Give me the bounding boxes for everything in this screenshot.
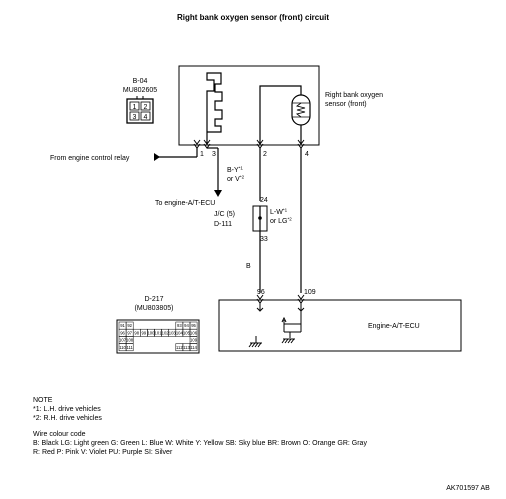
connector-b04-pin: 4 (144, 114, 148, 121)
jc-pin-24: 24 (260, 197, 268, 204)
connector-d217-pin: 97 (127, 330, 132, 335)
sensor-wire-pin2 (259, 85, 302, 145)
connector-d217-pin: 94 (184, 323, 189, 328)
wire-color-lw: L-W*1 (270, 208, 288, 217)
pin-chevrons (193, 139, 305, 149)
connector-b04-pin: 2 (144, 104, 148, 111)
connector-d217-pin: 99 (142, 330, 147, 335)
wire-color-b: B (246, 263, 251, 270)
connector-b04-part: MU802605 (123, 87, 157, 94)
connector-d217-pin: 101 (155, 330, 163, 335)
sensor-label-line1: Right bank oxygen (325, 92, 383, 99)
jc-id: D-111 (214, 221, 232, 228)
connector-b04-pin: 1 (133, 104, 137, 111)
wire-code-heading: Wire colour code (33, 431, 86, 438)
connector-d217-pin: 109 (190, 338, 198, 343)
pin-number-1: 1 (200, 151, 204, 158)
jc-pin-33: 33 (260, 236, 268, 243)
heater-element-icon (206, 72, 223, 145)
connector-d217-cell (125, 343, 134, 352)
connector-d217-pin: 95 (191, 323, 196, 328)
ground-icon (281, 338, 295, 344)
connector-d217-cell (189, 343, 198, 352)
relay-label: From engine control relay (50, 155, 130, 162)
ground-icon (248, 336, 262, 348)
pin-number-4: 4 (305, 151, 309, 158)
note-heading: NOTE (33, 397, 53, 404)
connector-d217-pin: 92 (127, 323, 132, 328)
ecu-pin-chevrons (256, 294, 305, 304)
wire-color-by: B-Y*1 (227, 166, 243, 175)
jc-name: J/C (5) (214, 211, 235, 218)
connector-d217-pin: 96 (120, 330, 125, 335)
connector-d217-pin: 113 (183, 345, 190, 350)
sensor-housing-box (178, 65, 320, 146)
oxygen-sensor-icon (291, 94, 311, 126)
pin-number-3: 3 (212, 151, 216, 158)
diagram-title: Right bank oxygen sensor (front) circuit (177, 13, 329, 22)
wire-color-v: or V*2 (227, 175, 245, 184)
wire-code-line1: B: Black LG: Light green G: Green L: Blu… (33, 440, 367, 447)
to-ecu-label: To engine-A/T-ECU (155, 200, 215, 207)
connector-d217-pin: 104 (176, 330, 184, 335)
connector-d217-pin: 110 (119, 345, 126, 350)
ecu-label: Engine-A/T-ECU (368, 323, 420, 330)
connector-b04-pin: 3 (133, 114, 137, 121)
connector-d217-id: D-217 (144, 296, 163, 303)
sensor-label-line2: sensor (front) (325, 101, 367, 108)
ecu-pin-96: 96 (257, 289, 265, 296)
connector-b04: B-04 MU802605 1 2 3 4 (123, 78, 157, 124)
pin-number-2: 2 (263, 151, 267, 158)
connector-d217-pin: 114 (190, 345, 197, 350)
footer-code: AK701597 AB (446, 485, 490, 492)
connector-d217-pin: 106 (190, 330, 198, 335)
note-line1: *1: L.H. drive vehicles (33, 406, 101, 413)
connector-d217-pin: 111 (126, 345, 133, 350)
note-line2: *2: R.H. drive vehicles (33, 415, 102, 422)
ecu-box (218, 299, 462, 352)
connector-d217-pin: 107 (119, 338, 127, 343)
relay-arrow-icon (154, 153, 160, 161)
connector-d217-pin: 93 (177, 323, 182, 328)
connector-d217-pin: 91 (120, 323, 125, 328)
wire-color-lg: or LG*2 (270, 217, 292, 226)
connector-d217-pin: 105 (183, 330, 191, 335)
connector-d217-pin: 102 (162, 330, 170, 335)
connector-b04-outline-icon (126, 98, 154, 124)
ecu-internal-circuit (256, 303, 305, 338)
connector-d217-pin: 108 (126, 338, 134, 343)
connector-d217-part: (MU803805) (135, 305, 174, 312)
connector-b04-id: B-04 (133, 78, 148, 85)
connector-d217-pin: 98 (134, 330, 139, 335)
connector-d217-pin: 112 (176, 345, 183, 350)
ecu-pin-109: 109 (304, 289, 316, 296)
connector-d217-pin: 103 (169, 330, 177, 335)
wire-code-line2: R: Red P: Pink V: Violet PU: Purple SI: … (33, 449, 173, 456)
connector-d217-pin: 100 (147, 330, 155, 335)
to-ecu-arrow-icon (214, 190, 222, 197)
